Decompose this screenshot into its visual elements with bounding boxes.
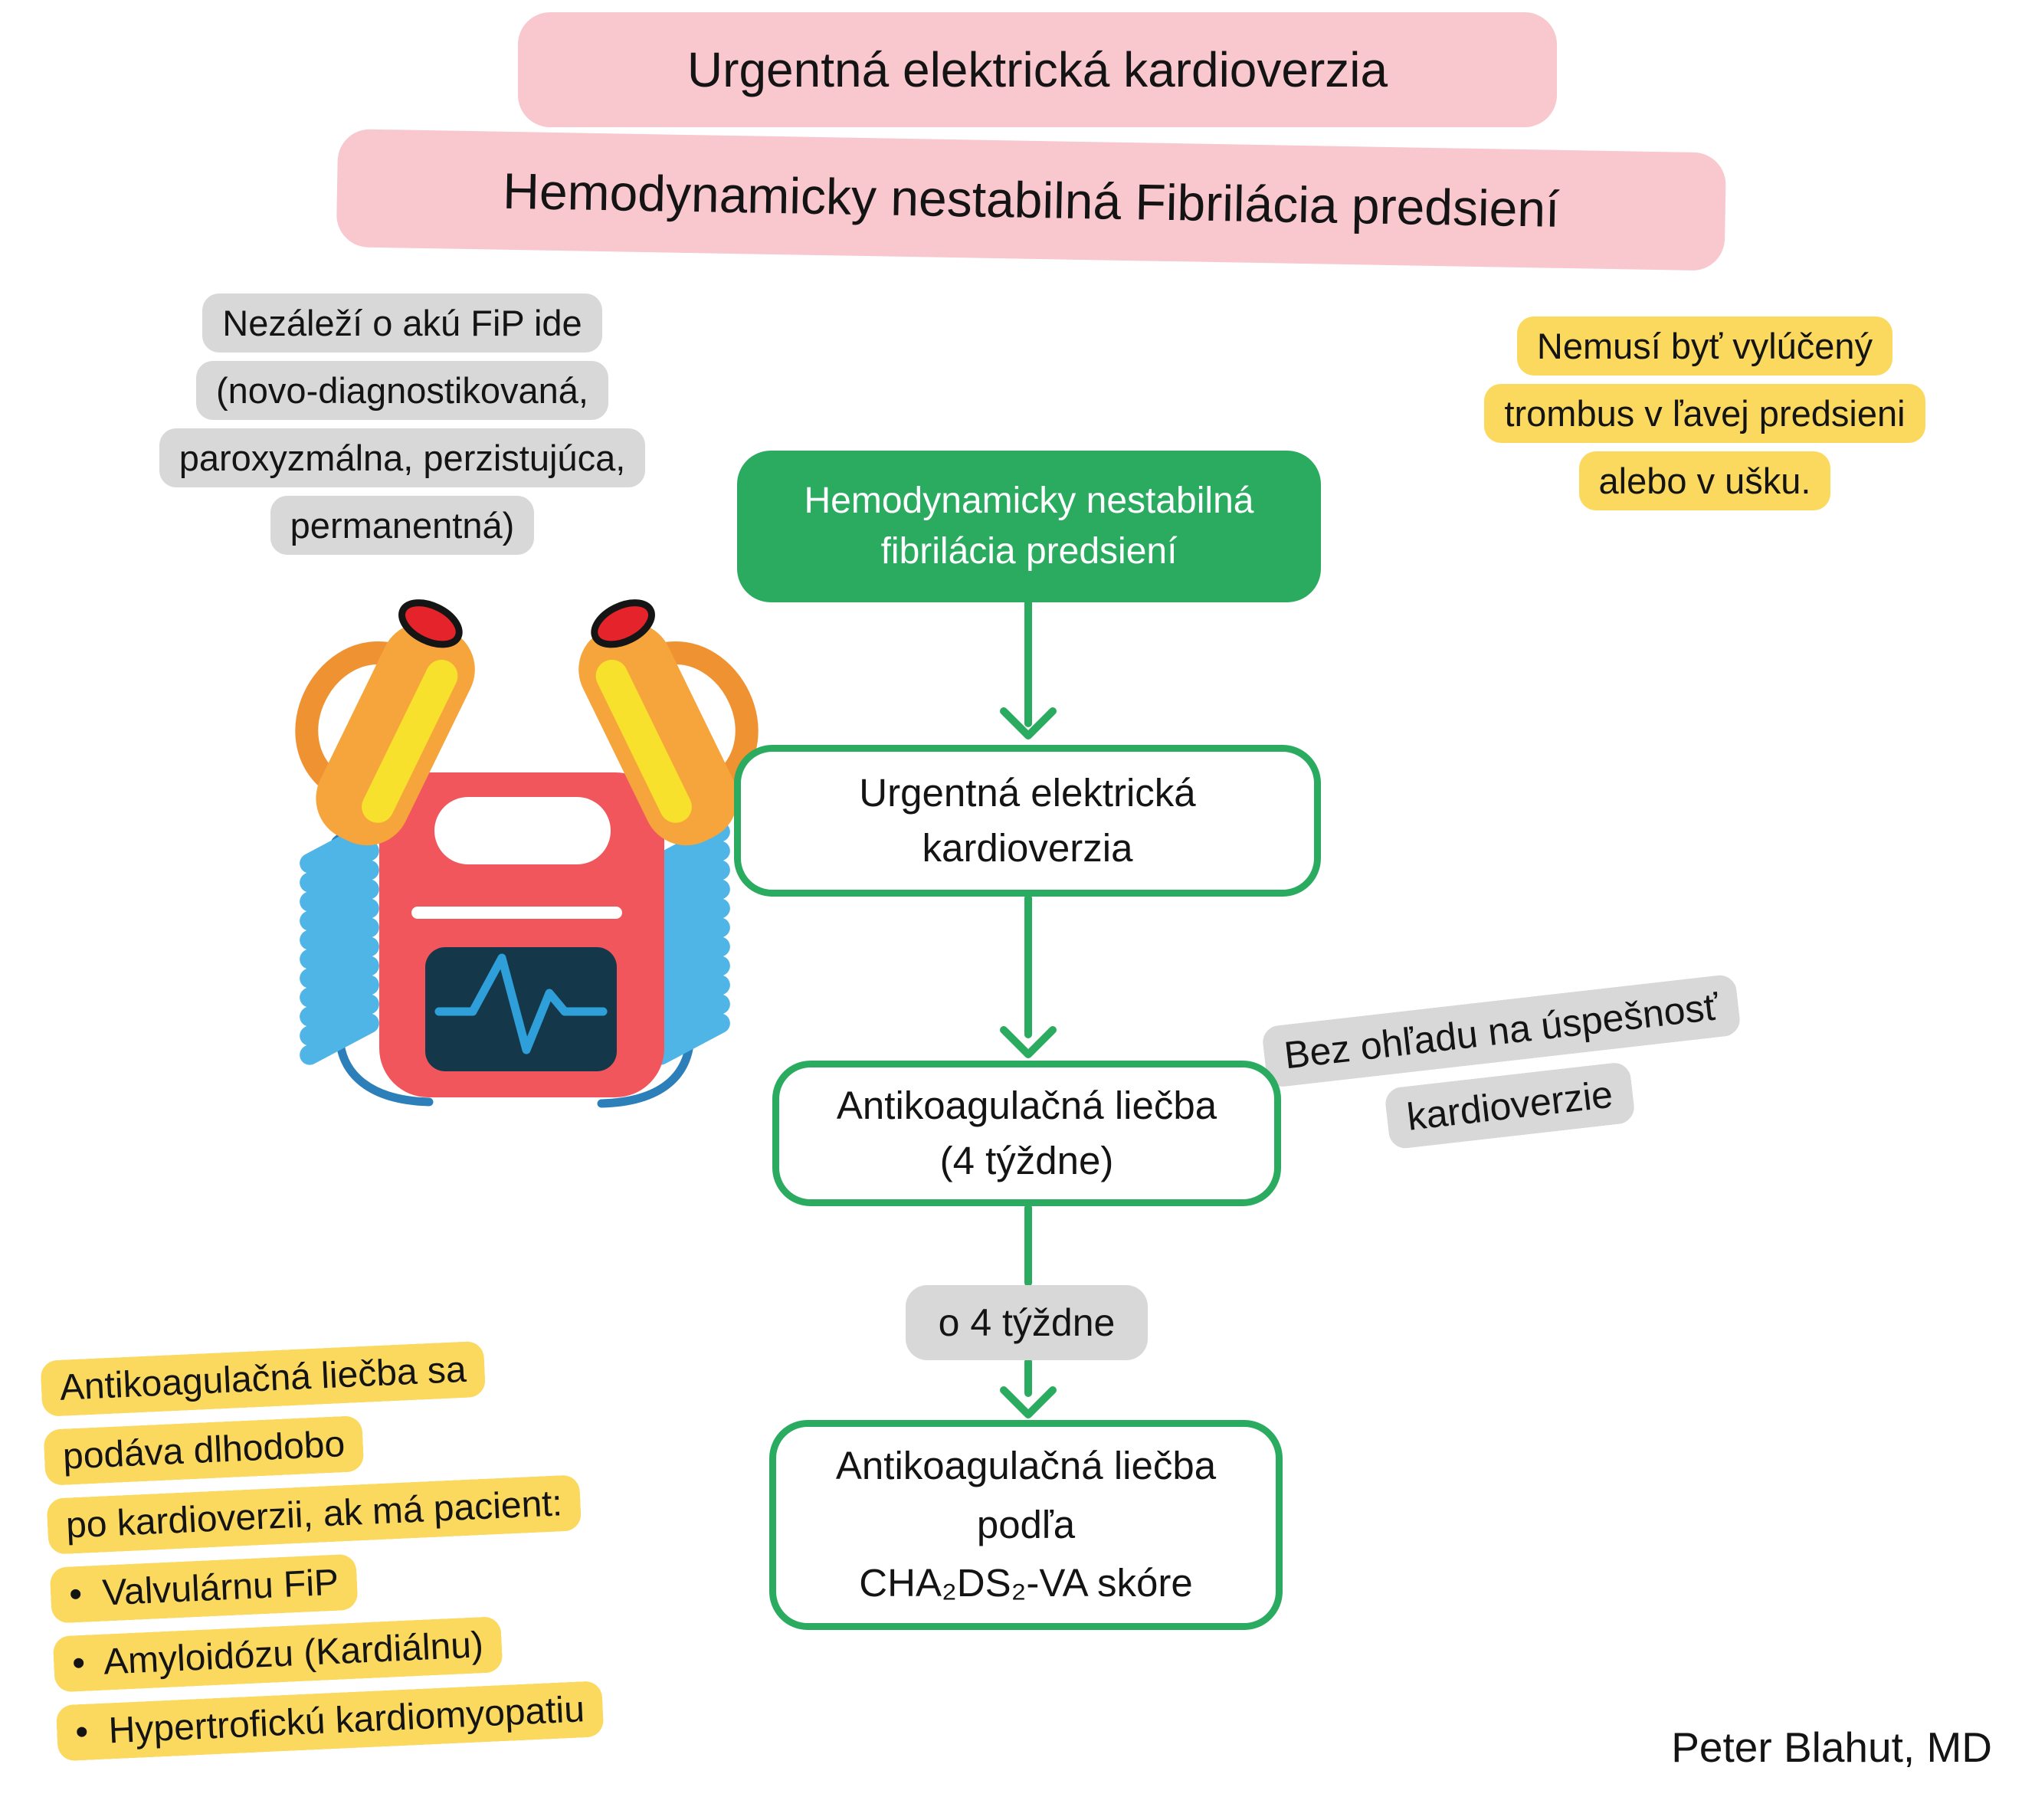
note-regardless: Bez ohľadu na úspešnosť kardioverzie xyxy=(1234,964,1777,1173)
note-regardless-text: Bez ohľadu na úspešnosť kardioverzie xyxy=(1260,973,1742,1150)
defibrillator-illustration xyxy=(295,599,759,1108)
paddle-button xyxy=(591,599,655,648)
arrow-down-icon xyxy=(1000,894,1057,1058)
flow-step-cardioversion: Urgentná elektrická kardioverzia xyxy=(734,745,1321,897)
defib-handle-hole xyxy=(434,797,611,864)
defibrillator-screen xyxy=(425,947,617,1071)
paddle-left xyxy=(295,599,475,846)
defibrillator-body xyxy=(379,772,664,1097)
edge-label-pill: o 4 týždne xyxy=(906,1285,1148,1360)
title-banner-primary: Urgentná elektrická kardioverzia xyxy=(518,12,1557,127)
note-longterm-text: Antikoagulačná liečba sa podáva dlhodobo… xyxy=(40,1340,605,1762)
note-thrombus: Nemusí byť vylúčený trombus v ľavej pred… xyxy=(1414,313,1996,515)
cable-coil-left xyxy=(296,818,383,1069)
flow-start-node: Hemodynamicky nestabilná fibrilácia pred… xyxy=(737,451,1321,602)
note-thrombus-text: Nemusí byť vylúčený trombus v ľavej pred… xyxy=(1484,316,1925,510)
arrow-down-icon xyxy=(1000,598,1057,739)
credit-author: Peter Blahut, MD xyxy=(1671,1723,1992,1771)
paddle-right xyxy=(578,599,759,846)
paddle-button xyxy=(398,599,463,648)
flow-step-anticoag-chads: Antikoagulačná liečba podľa CHA₂DS₂-VA s… xyxy=(769,1420,1283,1630)
note-af-types: Nezáleží o akú FiP ide (novo-diagnostiko… xyxy=(84,290,720,559)
flow-step-anticoag-4w: Antikoagulačná liečba (4 týždne) xyxy=(772,1061,1281,1206)
ecg-trace xyxy=(434,953,608,1054)
note-longterm: Antikoagulačná liečba sa podáva dlhodobo… xyxy=(40,1320,831,1768)
title-banner-secondary: Hemodynamicky nestabilná Fibrilácia pred… xyxy=(336,129,1727,271)
note-af-types-text: Nezáleží o akú FiP ide (novo-diagnostiko… xyxy=(159,293,646,555)
